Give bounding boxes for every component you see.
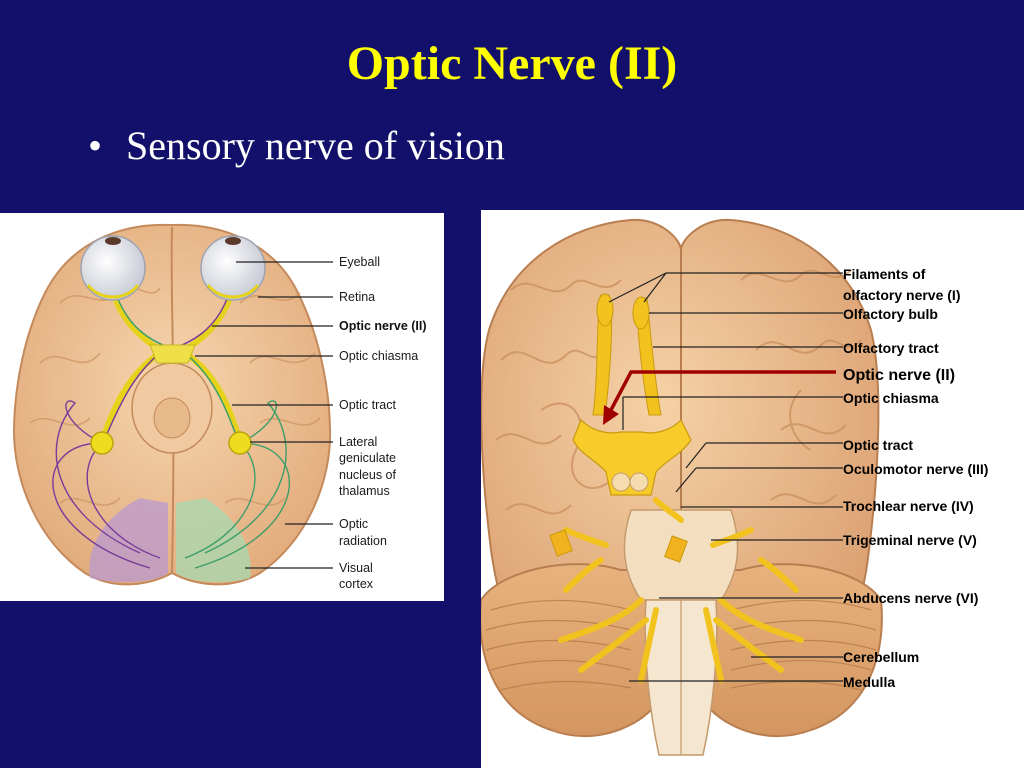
label-lgn-4: thalamus — [339, 484, 390, 498]
label-optic-nerve-right: Optic nerve (II) — [843, 367, 955, 384]
left-visual-cortex — [89, 498, 168, 583]
label-cortex-1: Visual — [339, 561, 373, 575]
label-medulla: Medulla — [843, 674, 895, 690]
cranial-nerves-figure: Filaments of olfactory nerve (I) Olfacto… — [481, 210, 1024, 768]
label-lgn-3: nucleus of — [339, 468, 397, 482]
optic-chiasma-shape — [572, 418, 692, 496]
label-filaments-1: Filaments of — [843, 266, 926, 282]
label-radiation-2: radiation — [339, 534, 387, 548]
label-retina: Retina — [339, 290, 375, 304]
right-eyeball — [200, 235, 266, 301]
label-olfactory-bulb: Olfactory bulb — [843, 306, 938, 322]
label-optic-tract-right: Optic tract — [843, 437, 913, 453]
label-trochlear: Trochlear nerve (IV) — [843, 498, 974, 514]
label-filaments-2: olfactory nerve (I) — [843, 287, 960, 303]
visual-pathway-illustration: Eyeball Retina Optic nerve (II) Optic ch… — [12, 223, 427, 591]
visual-pathway-figure: Eyeball Retina Optic nerve (II) Optic ch… — [0, 213, 444, 601]
gyri-texture-right — [495, 269, 862, 515]
label-optic-tract: Optic tract — [339, 398, 396, 412]
right-visual-cortex — [176, 498, 251, 583]
slide-title: Optic Nerve (II) — [346, 37, 678, 90]
label-oculomotor: Oculomotor nerve (III) — [843, 461, 988, 477]
left-lgn — [90, 431, 114, 455]
label-optic-chiasma: Optic chiasma — [339, 349, 418, 363]
label-lgn-1: Lateral — [339, 435, 377, 449]
label-cortex-2: cortex — [339, 577, 374, 591]
label-trigeminal: Trigeminal nerve (V) — [843, 532, 977, 548]
pointer-arrow — [603, 370, 836, 425]
bullet-text: Sensory nerve of vision — [126, 123, 505, 168]
label-olfactory-tract: Olfactory tract — [843, 340, 939, 356]
right-lgn — [228, 431, 252, 455]
label-optic-nerve: Optic nerve (II) — [339, 319, 427, 333]
label-optic-chiasma-right: Optic chiasma — [843, 390, 939, 406]
label-abducens: Abducens nerve (VI) — [843, 590, 978, 606]
label-radiation-1: Optic — [339, 517, 368, 531]
bullet-icon: • — [88, 123, 103, 168]
left-eyeball — [80, 235, 146, 301]
label-eyeball: Eyeball — [339, 255, 380, 269]
cranial-nerves-illustration: Filaments of olfactory nerve (I) Olfacto… — [481, 218, 988, 756]
label-cerebellum: Cerebellum — [843, 649, 919, 665]
bullet-point: • Sensory nerve of vision — [88, 120, 505, 172]
label-lgn-2: geniculate — [339, 451, 396, 465]
